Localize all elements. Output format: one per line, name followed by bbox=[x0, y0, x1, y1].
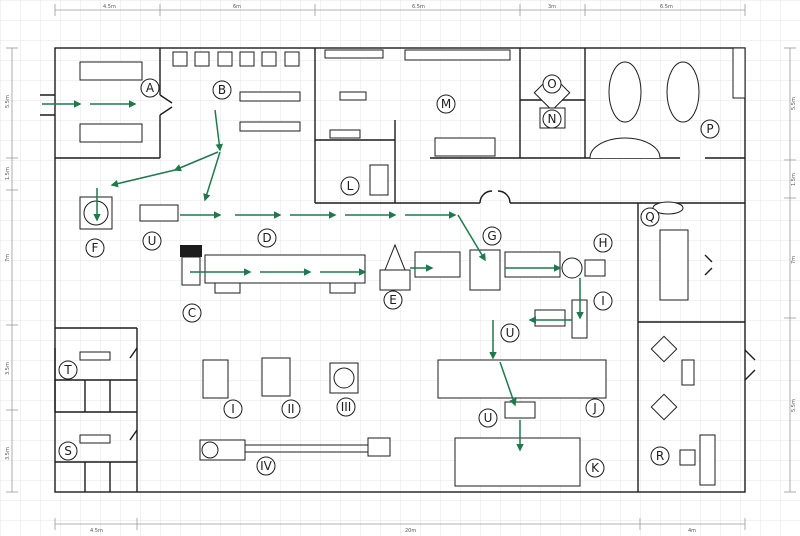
svg-text:K: K bbox=[591, 461, 600, 475]
dim-right-3: 7m bbox=[791, 256, 797, 264]
label-b: B bbox=[212, 80, 232, 100]
label-c: C bbox=[182, 303, 202, 323]
svg-text:G: G bbox=[487, 229, 496, 243]
svg-text:I: I bbox=[231, 402, 235, 416]
label-u-3: U bbox=[478, 408, 498, 428]
svg-text:B: B bbox=[218, 83, 226, 97]
label-roman-4: IV bbox=[256, 456, 276, 476]
svg-text:U: U bbox=[484, 411, 493, 425]
svg-text:N: N bbox=[548, 112, 557, 126]
dim-left-3: 7m bbox=[5, 254, 11, 262]
svg-text:A: A bbox=[146, 81, 155, 95]
dim-left-1: 5.5m bbox=[5, 95, 11, 108]
label-j: J bbox=[585, 398, 605, 418]
dim-right-1: 5.5m bbox=[791, 97, 797, 110]
svg-text:IV: IV bbox=[260, 459, 273, 473]
label-u-1: U bbox=[142, 231, 162, 251]
dim-top-1: 4.5m bbox=[103, 4, 116, 10]
label-d: D bbox=[257, 228, 277, 248]
label-r: R bbox=[650, 446, 670, 466]
svg-text:I: I bbox=[601, 294, 605, 308]
svg-text:S: S bbox=[64, 444, 72, 458]
dim-right-2: 1.5m bbox=[791, 173, 797, 186]
svg-text:U: U bbox=[506, 326, 515, 340]
label-roman-3: III bbox=[336, 397, 356, 417]
dimension-lines: 4.5m 6m 6.5m 3m 6.5m 4.5m 20m 4m 5.5m 1.… bbox=[5, 4, 797, 534]
svg-text:C: C bbox=[188, 306, 196, 320]
dim-top-3: 6.5m bbox=[412, 4, 425, 10]
dim-bottom-3: 4m bbox=[688, 528, 696, 534]
label-u-2: U bbox=[500, 323, 520, 343]
svg-text:III: III bbox=[341, 400, 352, 414]
dim-bottom-2: 20m bbox=[405, 528, 416, 534]
svg-text:L: L bbox=[347, 179, 354, 193]
svg-text:Q: Q bbox=[645, 210, 654, 224]
label-roman-1: I bbox=[223, 399, 243, 419]
svg-text:P: P bbox=[706, 122, 713, 136]
label-l: L bbox=[340, 176, 360, 196]
label-e: E bbox=[383, 290, 403, 310]
svg-text:F: F bbox=[92, 241, 99, 255]
equipment bbox=[79, 47, 746, 487]
svg-text:II: II bbox=[287, 402, 294, 416]
dim-top-4: 3m bbox=[548, 4, 556, 10]
label-s: S bbox=[58, 441, 78, 461]
svg-text:U: U bbox=[148, 234, 157, 248]
dim-top-5: 6.5m bbox=[660, 4, 673, 10]
material-flow-arrows bbox=[42, 100, 584, 452]
label-m: M bbox=[436, 94, 456, 114]
dim-right-4: 5.5m bbox=[791, 399, 797, 412]
label-k: K bbox=[585, 458, 605, 478]
label-q: Q bbox=[640, 207, 660, 227]
svg-text:H: H bbox=[598, 236, 607, 250]
svg-text:O: O bbox=[547, 77, 556, 91]
label-n: N bbox=[542, 109, 562, 129]
label-roman-2: II bbox=[281, 399, 301, 419]
dim-left-5: 3.5m bbox=[5, 447, 11, 460]
label-t: T bbox=[58, 360, 78, 380]
dim-bottom-1: 4.5m bbox=[90, 528, 103, 534]
svg-text:J: J bbox=[592, 401, 597, 415]
label-g: G bbox=[482, 226, 502, 246]
label-a: A bbox=[140, 78, 160, 98]
label-o: O bbox=[542, 74, 562, 94]
label-i: I bbox=[593, 291, 613, 311]
svg-text:M: M bbox=[441, 97, 451, 111]
dim-left-2: 1.5m bbox=[5, 167, 11, 180]
area-labels: A B C D E F G H I J K L M N O P Q R S T … bbox=[58, 74, 720, 478]
dim-top-2: 6m bbox=[233, 4, 241, 10]
svg-text:R: R bbox=[656, 449, 664, 463]
label-f: F bbox=[85, 238, 105, 258]
label-p: P bbox=[700, 119, 720, 139]
building-walls bbox=[40, 47, 756, 493]
svg-text:D: D bbox=[262, 231, 271, 245]
dim-left-4: 3.5m bbox=[5, 362, 11, 375]
svg-text:E: E bbox=[389, 293, 397, 307]
label-h: H bbox=[593, 233, 613, 253]
svg-text:T: T bbox=[63, 363, 72, 377]
